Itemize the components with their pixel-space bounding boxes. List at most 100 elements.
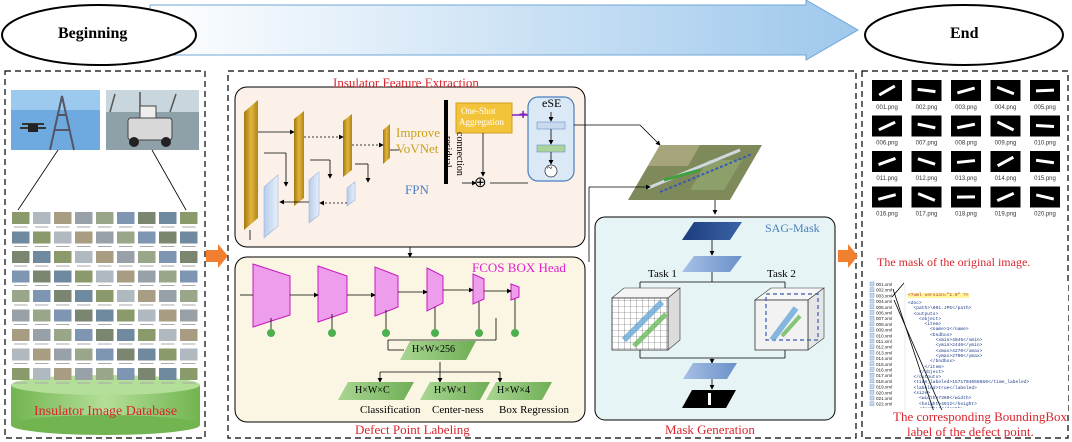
- task1-label: Task 1: [648, 268, 677, 280]
- thumbnail: [96, 309, 114, 322]
- thumbnail: [12, 368, 30, 380]
- mask-filename: 002.png: [916, 105, 938, 111]
- xml-file-icon: [869, 355, 875, 361]
- uav-photo: [11, 90, 100, 151]
- xml-line: </item>: [908, 364, 944, 370]
- thumbnail: [12, 348, 30, 361]
- thumbnail: [159, 348, 177, 361]
- xml-file-name: 009.xml: [876, 328, 892, 333]
- hw256-label: H×W×256: [412, 344, 455, 355]
- thumbnail: [159, 270, 177, 283]
- thumbnail: [117, 329, 135, 341]
- mask-shape: [878, 120, 896, 132]
- thumbnail: [138, 329, 156, 341]
- centerness-caption: Center-ness: [432, 404, 484, 416]
- xml-file-icon: [869, 298, 875, 304]
- thumbnail: [12, 290, 30, 302]
- xml-file-icon: [869, 344, 875, 349]
- thumbnail: [12, 309, 30, 322]
- sag-top-layer: [682, 222, 742, 240]
- xml-line: <ymax>2700</ymax>: [908, 353, 983, 359]
- box-regression-caption: Box Regression: [499, 404, 569, 416]
- xml-line: <depth>3</depth>: [908, 407, 1068, 408]
- thumbnail: [159, 368, 177, 380]
- mask-shape: [996, 85, 1015, 96]
- thumbnail: [54, 212, 72, 224]
- mask-generation-title: Mask Generation: [665, 422, 755, 437]
- thumbnail: [180, 231, 198, 244]
- mask-filename: 009.png: [995, 141, 1017, 147]
- xml-line: <height>4912</height>: [908, 401, 977, 407]
- thumbnail: [138, 368, 156, 380]
- xml-file-icon: [869, 287, 875, 292]
- thumbnail: [54, 329, 72, 341]
- end-ellipse: [864, 4, 1064, 66]
- thumbnail: [117, 290, 135, 302]
- mask-shape: [878, 84, 896, 97]
- input-panel-border: [4, 70, 206, 439]
- osa-block: [455, 102, 513, 134]
- thumbnail: [117, 251, 135, 263]
- thumbnail: [54, 348, 72, 361]
- osa-label-line2: Aggregation: [459, 117, 504, 127]
- hw256-box: [400, 341, 476, 360]
- xml-line: <doc>: [908, 301, 922, 306]
- thumbnail: [33, 348, 51, 361]
- xml-file-name: 007.xml: [876, 316, 892, 321]
- thumbnail: [96, 329, 114, 341]
- thumbnail: [54, 290, 72, 302]
- feature-extraction-title: Insulator Feature Extraction: [333, 75, 479, 90]
- mask-filename: 008.png: [955, 141, 977, 147]
- xml-file-name: 015.xml: [876, 362, 892, 367]
- xml-file-icon: [869, 395, 875, 401]
- xml-file-icon: [869, 281, 875, 287]
- xml-file-icon: [869, 401, 875, 406]
- mask-filename: 003.png: [955, 105, 977, 111]
- xml-line: <size>: [908, 391, 931, 397]
- mask-filename: 018.png: [955, 212, 977, 218]
- mask-filename: 015.png: [1034, 176, 1056, 182]
- thumbnail: [75, 368, 93, 380]
- xml-line: <xmax>4270</xmax>: [908, 348, 983, 354]
- mask-filename: 007.png: [916, 141, 938, 147]
- svg-text:+: +: [519, 106, 527, 122]
- xml-file-icon: [869, 321, 875, 327]
- output-panel-border: [861, 70, 1069, 439]
- mask-caption: The mask of the original image.: [877, 255, 1031, 269]
- thumbnail: [159, 231, 177, 244]
- mask-filename: 017.png: [916, 212, 938, 218]
- xml-file-name: 019.xml: [876, 385, 892, 390]
- xml-file-name: 012.xml: [876, 345, 892, 350]
- thumbnail: [159, 309, 177, 322]
- xml-line: <?xml version="1.0" ?>: [908, 293, 969, 299]
- mask-shape: [917, 157, 936, 166]
- thumbnail: [96, 212, 114, 224]
- thumbnail: [75, 309, 93, 322]
- xml-file-icon: [869, 367, 875, 372]
- xml-line: <item>: [908, 322, 942, 328]
- xml-file-name: 008.xml: [876, 322, 892, 327]
- thumbnail: [180, 212, 198, 224]
- xml-line: <labeled>true</labeled>: [908, 385, 977, 391]
- classification-caption: Classification: [360, 404, 421, 416]
- sum-symbol: ⊕: [474, 175, 487, 191]
- thumbnail: [12, 270, 30, 283]
- mask-shape: [878, 157, 896, 166]
- mask-shape: [996, 191, 1015, 203]
- thumbnail: [33, 251, 51, 263]
- thumbnail: [96, 290, 114, 302]
- thumbnail: [12, 212, 30, 224]
- mask-shape: [956, 159, 976, 164]
- task1-grid-cube: [611, 287, 681, 351]
- mask-shape: [1035, 124, 1055, 128]
- osa-label-line1: One-Shot: [461, 106, 496, 116]
- mask-shape: [1035, 88, 1055, 93]
- thumbnail: [117, 309, 135, 322]
- tilde-symbol: ~: [547, 163, 553, 174]
- ese-label: eSE: [542, 96, 562, 110]
- defect-point-labeling-title: Defect Point Labeling: [355, 422, 470, 437]
- aerial-insulator-image: [628, 145, 762, 200]
- xml-file-icon: [869, 350, 875, 355]
